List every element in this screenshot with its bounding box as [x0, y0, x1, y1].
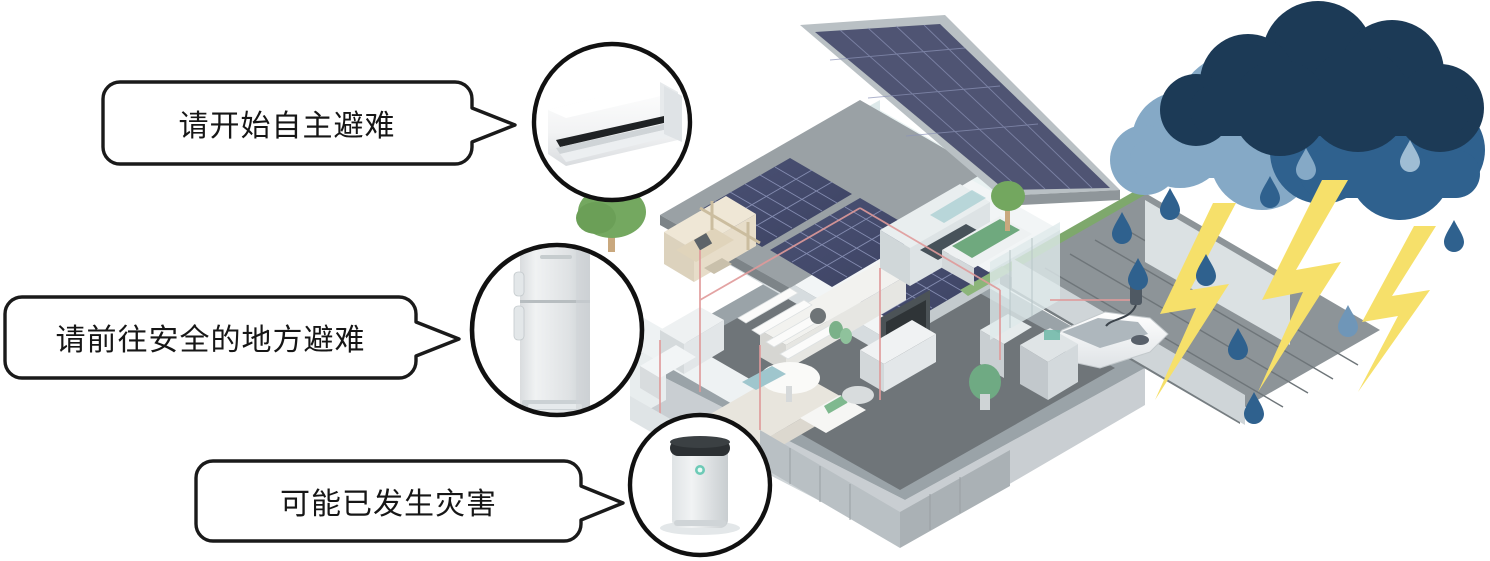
raindrops [1112, 140, 1464, 424]
device-callout-refrigerator[interactable] [469, 242, 645, 418]
speech-bubble-go-to-safe-place[interactable] [3, 295, 461, 380]
front-wall [760, 430, 1010, 548]
lightning-bolt-3 [1358, 226, 1436, 392]
raindrop [1400, 140, 1420, 172]
lightning-bolts [1155, 180, 1436, 400]
house-illustration [576, 15, 1380, 548]
upper-room-study [664, 196, 761, 282]
kitchen-dining [737, 262, 906, 402]
cloud-dark [1160, 1, 1484, 156]
raindrop [1228, 328, 1248, 360]
garage-wall-right [1145, 200, 1290, 345]
device-callout-air-purifier[interactable] [627, 412, 773, 558]
raindrop [1112, 212, 1132, 244]
lightning-bolt-2 [1258, 180, 1348, 392]
weather-group [1110, 1, 1485, 424]
raindrop [1196, 254, 1216, 286]
glass-mullions [1009, 238, 1033, 328]
speech-bubbles [3, 80, 625, 543]
roof-upper-panels [815, 24, 1110, 190]
roof-upper-edge [1000, 190, 1120, 206]
raindrop [1444, 220, 1464, 252]
raindrop [1160, 188, 1180, 220]
lightning-bolt-1 [1155, 203, 1236, 400]
speech-bubble-text-go-to-safe-place: 请前往安全的地方避难 [55, 323, 366, 358]
raindrop [1260, 176, 1280, 208]
utility-room [640, 307, 724, 400]
speech-bubble-text-disaster-may-have-occurred: 可能已发生灾害 [280, 486, 497, 522]
raindrop [1296, 148, 1316, 180]
garden-tree-right [991, 181, 1025, 231]
air-purifier-icon [630, 415, 770, 555]
device-callout-air-conditioner[interactable] [531, 41, 693, 203]
glass-wall [990, 222, 1060, 340]
piping-network [659, 207, 1130, 430]
speech-bubble-disaster-may-have-occurred[interactable] [194, 459, 625, 543]
upper-room-right [880, 184, 990, 286]
refrigerator-icon [472, 245, 642, 415]
raindrop [1338, 305, 1358, 337]
speech-bubble-evacuate-voluntarily[interactable] [101, 80, 517, 166]
raindrop [1244, 392, 1264, 424]
raindrop [1128, 258, 1148, 290]
air-conditioner-icon [534, 44, 690, 200]
roof-upper-grid [829, 24, 1093, 190]
speech-bubble-text-evacuate-voluntarily: 请开始自主避难 [178, 109, 396, 144]
